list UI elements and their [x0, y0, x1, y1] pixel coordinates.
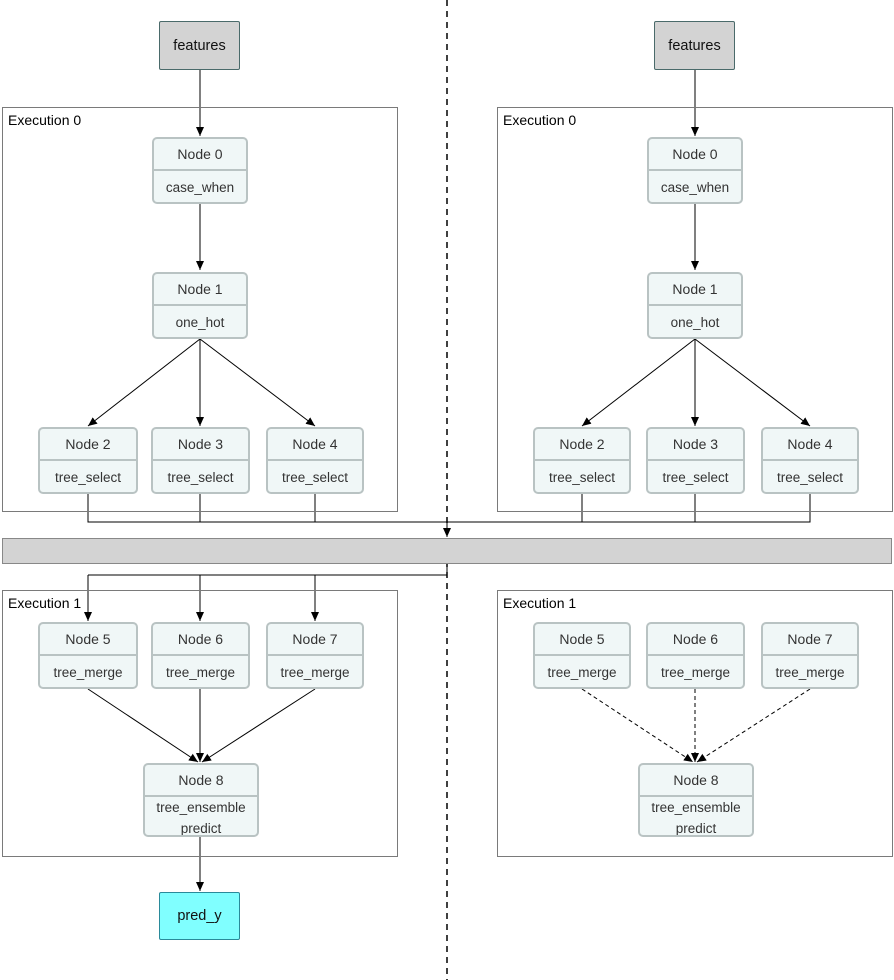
node-op-line1: tree_ensemble: [651, 800, 741, 815]
node-4-left: Node 4 tree_select: [266, 427, 364, 494]
features-input-left: features: [159, 21, 240, 70]
gather-line: [87, 494, 811, 523]
edge-node1-node2-left: [87, 338, 201, 427]
node-id: Node 8: [640, 765, 752, 797]
execution0-label-right: Execution 0: [503, 112, 577, 128]
pred-output-left: pred_y: [159, 892, 240, 940]
node-op: tree_merge: [280, 665, 350, 680]
node-id: Node 5: [535, 624, 629, 656]
node-id: Node 8: [145, 765, 257, 797]
node-id: Node 5: [40, 624, 136, 656]
features-input-right: features: [654, 21, 735, 70]
node-7-right: Node 7 tree_merge: [761, 622, 859, 689]
node-id: Node 6: [153, 624, 248, 656]
node-op: case_when: [165, 180, 235, 195]
scatter-line: [88, 564, 448, 576]
node-op: tree_ensemble predict: [640, 797, 752, 836]
node-2-right: Node 2 tree_select: [533, 427, 631, 494]
edge-node5-node8-left: [87, 688, 199, 763]
node-id: Node 1: [649, 274, 741, 306]
node-op: tree_merge: [547, 665, 617, 680]
node-id: Node 7: [763, 624, 857, 656]
node-op: case_when: [660, 180, 730, 195]
edge-node1-node2-right: [581, 338, 696, 427]
node-op: tree_select: [662, 470, 729, 485]
node-op: tree_merge: [660, 665, 731, 680]
node-op: tree_select: [54, 470, 122, 485]
node-1-left: Node 1 one_hot: [152, 272, 248, 339]
edge-node1-node4-left: [199, 338, 316, 427]
node-id: Node 3: [153, 429, 248, 461]
node-1-right: Node 1 one_hot: [647, 272, 743, 339]
node-8-right: Node 8 tree_ensemble predict: [638, 763, 754, 837]
node-id: Node 6: [648, 624, 743, 656]
node-8-left: Node 8 tree_ensemble predict: [143, 763, 259, 837]
node-id: Node 3: [648, 429, 743, 461]
node-id: Node 0: [154, 139, 246, 171]
node-id: Node 4: [763, 429, 857, 461]
node-op-line2: predict: [675, 821, 717, 836]
node-6-right: Node 6 tree_merge: [646, 622, 745, 689]
node-0-right: Node 0 case_when: [647, 137, 743, 204]
execution0-label-left: Execution 0: [8, 112, 82, 128]
node-7-left: Node 7 tree_merge: [266, 622, 364, 689]
execution0-frame-right: Execution 0: [497, 107, 893, 512]
node-op: tree_select: [776, 470, 844, 485]
node-4-right: Node 4 tree_select: [761, 427, 859, 494]
node-op: one_hot: [175, 315, 225, 330]
execution1-label-left: Execution 1: [8, 595, 82, 611]
node-op: tree_merge: [775, 665, 845, 680]
node-op: tree_ensemble predict: [145, 797, 257, 836]
node-3-left: Node 3 tree_select: [151, 427, 250, 494]
execution0-frame-left: Execution 0: [2, 107, 398, 512]
edge-node7-node8-right: [696, 688, 811, 763]
edge-node7-node8-left: [201, 688, 316, 763]
node-5-left: Node 5 tree_merge: [38, 622, 138, 689]
node-5-right: Node 5 tree_merge: [533, 622, 631, 689]
node-id: Node 7: [268, 624, 362, 656]
edge-node1-node4-right: [694, 338, 811, 427]
node-op: one_hot: [670, 315, 720, 330]
node-id: Node 2: [535, 429, 629, 461]
node-op: tree_select: [167, 470, 234, 485]
node-op: tree_merge: [165, 665, 236, 680]
node-6-left: Node 6 tree_merge: [151, 622, 250, 689]
node-id: Node 0: [649, 139, 741, 171]
node-op-line2: predict: [180, 821, 222, 836]
execution1-label-right: Execution 1: [503, 595, 577, 611]
node-id: Node 4: [268, 429, 362, 461]
node-id: Node 1: [154, 274, 246, 306]
node-id: Node 2: [40, 429, 136, 461]
execution1-frame-left: Execution 1: [2, 590, 398, 857]
node-3-right: Node 3 tree_select: [646, 427, 745, 494]
execution1-frame-right: Execution 1: [497, 590, 893, 857]
node-op: tree_select: [281, 470, 349, 485]
node-2-left: Node 2 tree_select: [38, 427, 138, 494]
node-0-left: Node 0 case_when: [152, 137, 248, 204]
edge-node5-node8-right: [581, 688, 694, 763]
node-op: tree_merge: [53, 665, 123, 680]
sync-bar: [2, 538, 892, 564]
node-op: tree_select: [548, 470, 616, 485]
node-op-line1: tree_ensemble: [156, 800, 246, 815]
